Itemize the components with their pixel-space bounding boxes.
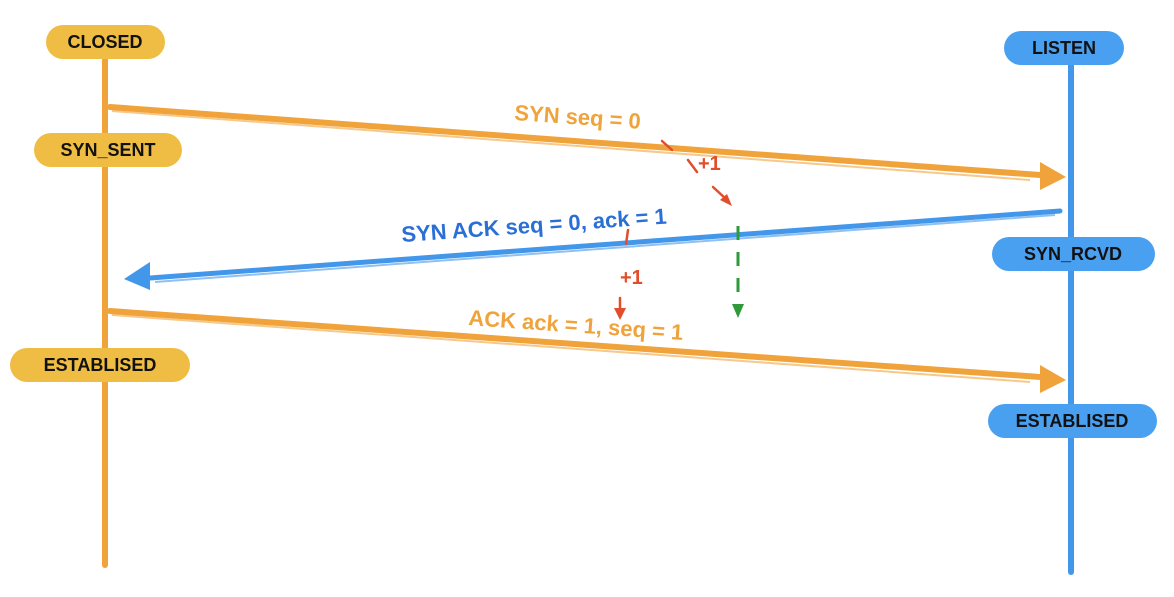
increment-note-b: +1: [620, 267, 643, 289]
svg-text:ESTABLISED: ESTABLISED: [1016, 411, 1129, 431]
ack-to-seq-dashed-arrow: [732, 226, 744, 318]
syn-ack-arrow: [124, 208, 1063, 290]
syn-label: SYN seq = 0: [514, 100, 642, 134]
ack-arrowhead: [1040, 365, 1066, 393]
increment-note-a: +1: [698, 153, 721, 175]
server-state-syn-rcvd: SYN_RCVD: [992, 237, 1155, 271]
ack-arrow: [107, 308, 1066, 393]
client-state-syn-sent: SYN_SENT: [34, 133, 182, 167]
client-state-established: ESTABLISED: [10, 348, 190, 382]
svg-text:SYN_RCVD: SYN_RCVD: [1024, 244, 1122, 264]
svg-text:CLOSED: CLOSED: [67, 32, 142, 52]
syn-arrowhead: [1040, 162, 1066, 190]
server-state-established: ESTABLISED: [988, 404, 1157, 438]
syn-arrow: [107, 104, 1066, 190]
svg-text:ESTABLISED: ESTABLISED: [44, 355, 157, 375]
syn-ack-seq-increment-arrow: [614, 228, 630, 320]
server-state-listen: LISTEN: [1004, 31, 1124, 65]
syn-ack-arrowhead: [124, 262, 150, 290]
svg-text:SYN_SENT: SYN_SENT: [60, 140, 155, 160]
svg-text:LISTEN: LISTEN: [1032, 38, 1096, 58]
client-state-closed: CLOSED: [46, 25, 165, 59]
syn-seq-increment-arrow: [660, 139, 732, 206]
